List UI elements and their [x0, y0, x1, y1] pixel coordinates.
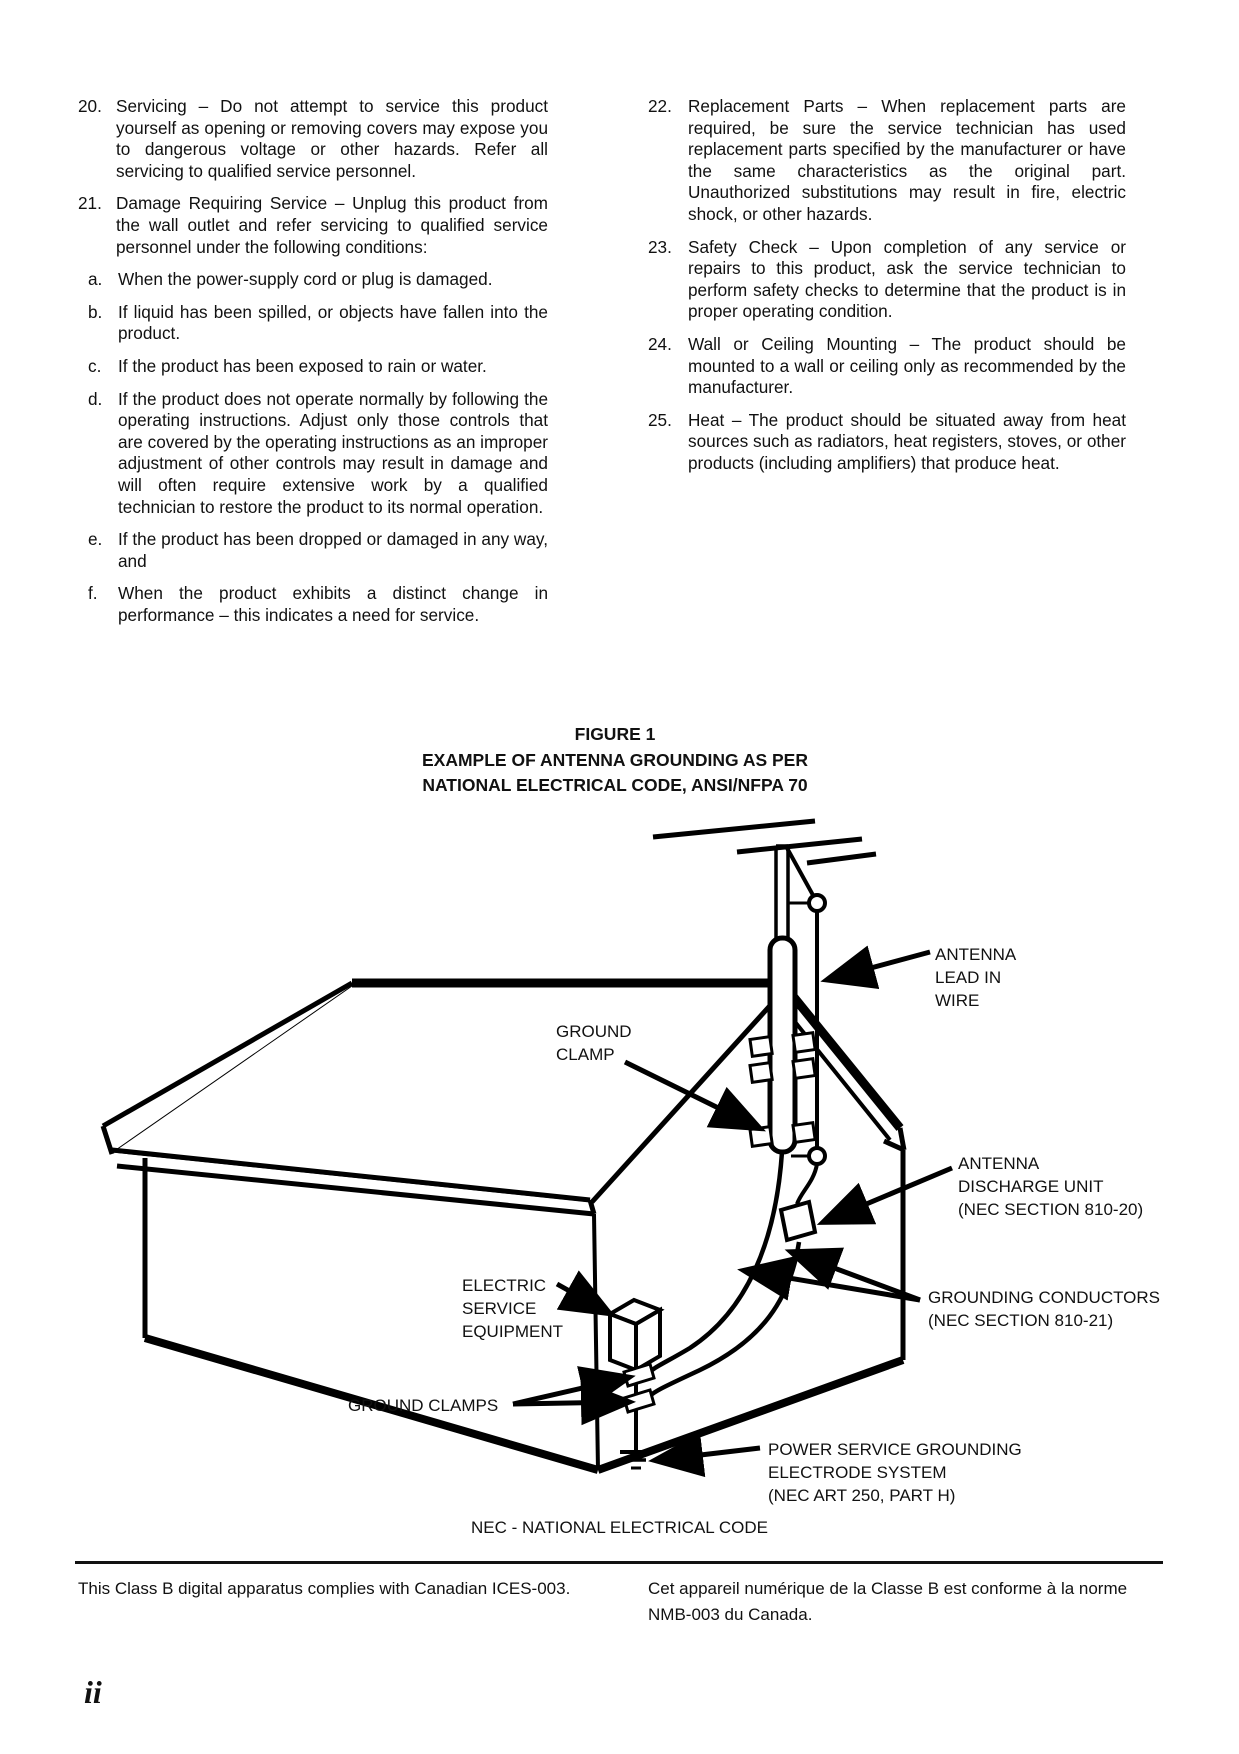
instruction-item: 23. Safety Check – Upon completion of any… — [648, 237, 1126, 323]
electric-service-box — [605, 1297, 665, 1374]
item-number: 24. — [648, 333, 672, 354]
item-number: 25. — [648, 409, 672, 430]
item-text: If liquid has been spilled, or objects h… — [118, 301, 548, 344]
label-antenna-lead-in-wire: ANTENNA LEAD IN WIRE — [935, 945, 1017, 1010]
item-text: When the power-supply cord or plug is da… — [118, 269, 493, 290]
instruction-subitem: f. When the product exhibits a distinct c… — [78, 583, 548, 626]
figure-caption-line: FIGURE 1 — [574, 724, 656, 744]
item-text: If the product has been exposed to rain … — [118, 355, 487, 376]
footer-compliance-fr: Cet appareil numérique de la Classe B es… — [648, 1579, 1128, 1624]
ground-clamp-lower — [622, 1388, 656, 1414]
label-electric-service-equipment: ELECTRIC SERVICE EQUIPMENT — [462, 1276, 564, 1341]
item-text: If the product has been dropped or damag… — [118, 529, 548, 571]
instruction-subitem: b. If liquid has been spilled, or objects… — [78, 302, 548, 345]
figure-caption-line: EXAMPLE OF ANTENNA GROUNDING AS PER — [422, 749, 808, 770]
instruction-item: 20. Servicing – Do not attempt to service… — [78, 96, 548, 182]
antenna-discharge-unit — [778, 1199, 818, 1243]
instruction-item: 22. Replacement Parts – When replacement … — [648, 96, 1126, 226]
instruction-subitem: c. If the product has been exposed to rai… — [78, 356, 548, 378]
label-ground-clamp: GROUND CLAMP — [556, 1022, 632, 1064]
footer-compliance-en: This Class B digital apparatus complies … — [78, 1579, 571, 1598]
instructions-column-left: 20. Servicing – Do not attempt to service… — [78, 96, 548, 637]
page-number: ii — [84, 1674, 102, 1710]
item-letter: a. — [88, 269, 103, 290]
figure-caption: FIGURE 1 EXAMPLE OF ANTENNA GROUNDING AS… — [300, 722, 930, 799]
mast-clamps — [748, 1030, 817, 1148]
instructions-column-right: 22. Replacement Parts – When replacement … — [648, 96, 1126, 486]
figure-caption-line: NATIONAL ELECTRICAL CODE, ANSI/NFPA 70 — [422, 775, 808, 795]
item-number: 21. — [78, 193, 102, 214]
item-text: Servicing – Do not attempt to service th… — [116, 96, 548, 181]
item-number: 22. — [648, 96, 672, 116]
item-text: Heat – The product should be situated aw… — [688, 409, 1126, 473]
item-text: Wall or Ceiling Mounting – The product s… — [688, 333, 1126, 398]
instruction-item: 24. Wall or Ceiling Mounting – The produc… — [648, 334, 1126, 399]
item-letter: c. — [88, 355, 102, 376]
footer-divider — [75, 1561, 1163, 1564]
nec-footnote: NEC - NATIONAL ELECTRICAL CODE — [471, 1518, 768, 1537]
house-outline — [100, 978, 907, 1474]
item-letter: b. — [88, 301, 103, 322]
antenna-grounding-diagram — [100, 818, 953, 1478]
antenna-mast — [652, 818, 877, 1155]
instruction-item: 25. Heat – The product should be situated… — [648, 410, 1126, 475]
label-antenna-discharge-unit: ANTENNA DISCHARGE UNIT (NEC SECTION 810-… — [958, 1154, 1144, 1219]
label-power-service-grounding: POWER SERVICE GROUNDING ELECTRODE SYSTEM… — [768, 1440, 1022, 1505]
instruction-item: 21. Damage Requiring Service – Unplug thi… — [78, 193, 548, 258]
instruction-subitem: d. If the product does not operate normal… — [78, 389, 548, 519]
instruction-subitem: a. When the power-supply cord or plug is … — [78, 269, 548, 291]
callout-arrows — [512, 945, 953, 1478]
grounding-system — [605, 1151, 819, 1470]
item-text: Safety Check – Upon completion of any se… — [688, 236, 1126, 322]
item-number: 20. — [78, 96, 102, 116]
item-letter: f. — [88, 583, 98, 604]
label-ground-clamps: GROUND CLAMPS — [348, 1396, 499, 1415]
item-text: When the product exhibits a distinct cha… — [118, 583, 548, 625]
label-grounding-conductors: GROUNDING CONDUCTORS (NEC SECTION 810-21… — [928, 1288, 1161, 1330]
item-text: If the product does not operate normally… — [118, 388, 548, 517]
ground-symbol — [620, 1450, 652, 1470]
item-text: Damage Requiring Service – Unplug this p… — [116, 193, 548, 257]
instruction-subitem: e. If the product has been dropped or dam… — [78, 529, 548, 572]
item-number: 23. — [648, 236, 672, 257]
item-letter: d. — [88, 388, 103, 409]
item-text: Replacement Parts – When replacement par… — [688, 96, 1126, 224]
item-letter: e. — [88, 529, 103, 550]
